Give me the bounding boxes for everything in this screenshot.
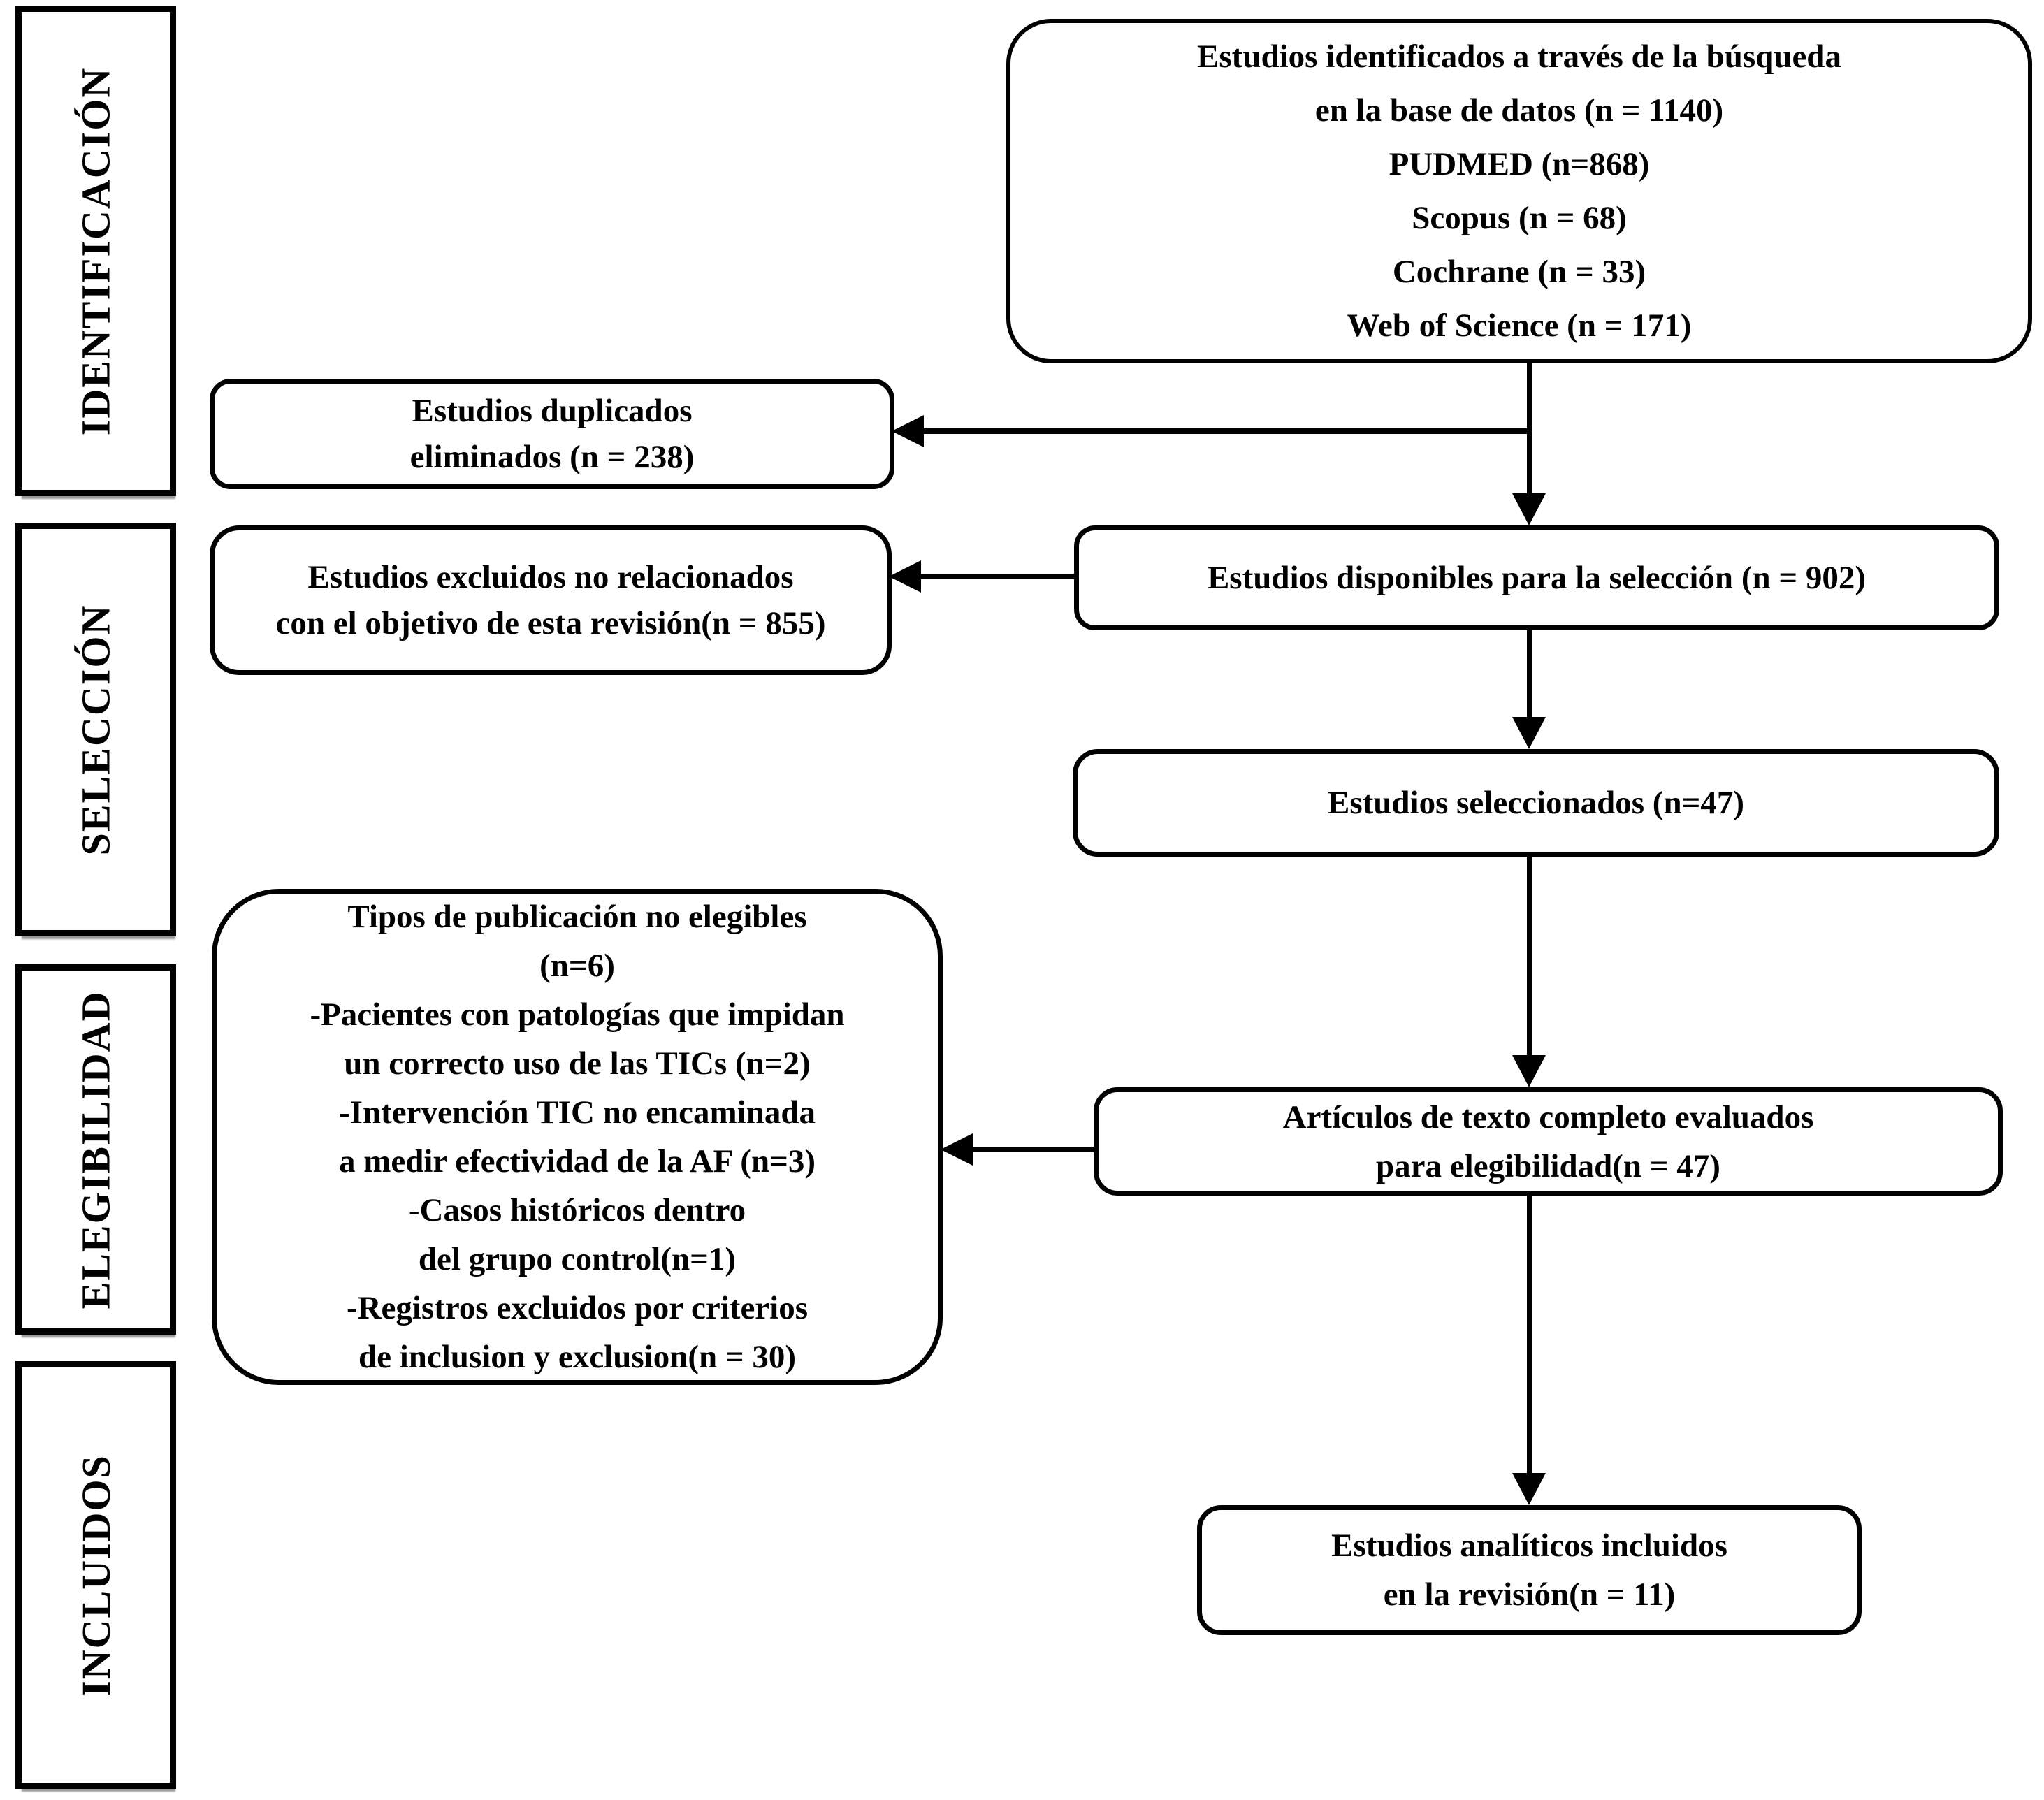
box-text-line: del grupo control(n=1) <box>418 1241 737 1277</box>
arrow-fulltext-to-included <box>1527 1194 1532 1476</box>
stage-label-identificacion: IDENTIFICACIÓN <box>73 66 119 435</box>
box-text-line: Cochrane (n = 33) <box>1392 253 1646 290</box>
flow-box-selected-studies: Estudios seleccionados (n=47) <box>1073 749 1999 857</box>
box-text-line: Estudios excluidos no relacionados <box>307 559 794 595</box>
arrow-available-to-selected <box>1527 629 1532 721</box>
stage-box-identificacion: IDENTIFICACIÓN <box>15 6 176 496</box>
arrow-selected-to-fulltext <box>1527 855 1532 1059</box>
box-text-line: -Intervención TIC no encaminada <box>339 1094 816 1131</box>
flow-box-identified-studies: Estudios identificados a través de la bú… <box>1006 19 2032 363</box>
box-text-line: Web of Science (n = 171) <box>1347 307 1692 344</box>
arrow-fulltext-to-noteligible <box>973 1147 1094 1152</box>
box-text-line: en la base de datos (n = 1140) <box>1314 92 1724 129</box>
box-text-line: Estudios duplicados <box>412 393 693 429</box>
flow-box-fulltext-assessed: Artículos de texto completo evaluados pa… <box>1094 1087 2003 1196</box>
arrowhead-down-icon <box>1512 717 1546 749</box>
stage-box-seleccion: SELECCIÓN <box>15 523 176 936</box>
box-text-line: Estudios analíticos incluidos <box>1331 1527 1727 1564</box>
arrowhead-left-icon <box>892 415 924 447</box>
stage-label-elegibilidad: ELEGIBILIDAD <box>73 990 119 1309</box>
box-text-line: Scopus (n = 68) <box>1412 199 1627 236</box>
arrowhead-down-icon <box>1512 493 1546 525</box>
stage-label-incluidos: INCLUIDOS <box>73 1453 119 1697</box>
flow-box-included-studies: Estudios analíticos incluidos en la revi… <box>1197 1505 1862 1635</box>
arrow-to-duplicates <box>922 428 1530 434</box>
box-text-line: Tipos de publicación no elegibles <box>347 899 807 935</box>
flow-box-excluded-not-related: Estudios excluidos no relacionados con e… <box>210 525 892 675</box>
box-text-line: Artículos de texto completo evaluados <box>1282 1098 1814 1135</box>
box-text-line: con el objetivo de esta revisión(n = 855… <box>275 605 826 641</box>
arrowhead-left-icon <box>889 560 921 593</box>
box-text-line: -Casos históricos dentro <box>408 1192 746 1228</box>
stage-box-elegibilidad: ELEGIBILIDAD <box>15 964 176 1335</box>
box-text-line: a medir efectividad de la AF (n=3) <box>338 1143 816 1180</box>
box-text-line: (n=6) <box>539 948 615 984</box>
stage-box-incluidos: INCLUIDOS <box>15 1361 176 1789</box>
box-text-line: de inclusion y exclusion(n = 30) <box>358 1339 797 1375</box>
stage-label-seleccion: SELECCIÓN <box>73 604 119 855</box>
arrowhead-down-icon <box>1512 1055 1546 1087</box>
box-text-line: Estudios disponibles para la selección (… <box>1207 560 1867 596</box>
flow-box-duplicates-removed: Estudios duplicados eliminados (n = 238) <box>210 379 894 489</box>
box-text-line: eliminados (n = 238) <box>409 439 695 475</box>
box-text-line: para elegibilidad(n = 47) <box>1376 1147 1720 1184</box>
flow-box-not-eligible-reasons: Tipos de publicación no elegibles (n=6) … <box>212 889 943 1385</box>
box-text-line: Estudios seleccionados (n=47) <box>1327 785 1745 821</box>
arrowhead-down-icon <box>1512 1473 1546 1505</box>
box-text-line: -Pacientes con patologías que impidan <box>310 996 845 1033</box>
box-text-line: un correcto uso de las TICs (n=2) <box>344 1045 811 1082</box>
box-text-line: -Registros excluidos por criterios <box>346 1290 809 1326</box>
box-text-line: Estudios identificados a través de la bú… <box>1197 38 1841 75</box>
arrow-available-to-excluded <box>920 574 1074 579</box>
flow-box-available-for-selection: Estudios disponibles para la selección (… <box>1074 525 1999 630</box>
box-text-line: PUDMED (n=868) <box>1389 145 1650 182</box>
arrowhead-left-icon <box>941 1133 973 1166</box>
box-text-line: en la revisión(n = 11) <box>1383 1576 1676 1613</box>
